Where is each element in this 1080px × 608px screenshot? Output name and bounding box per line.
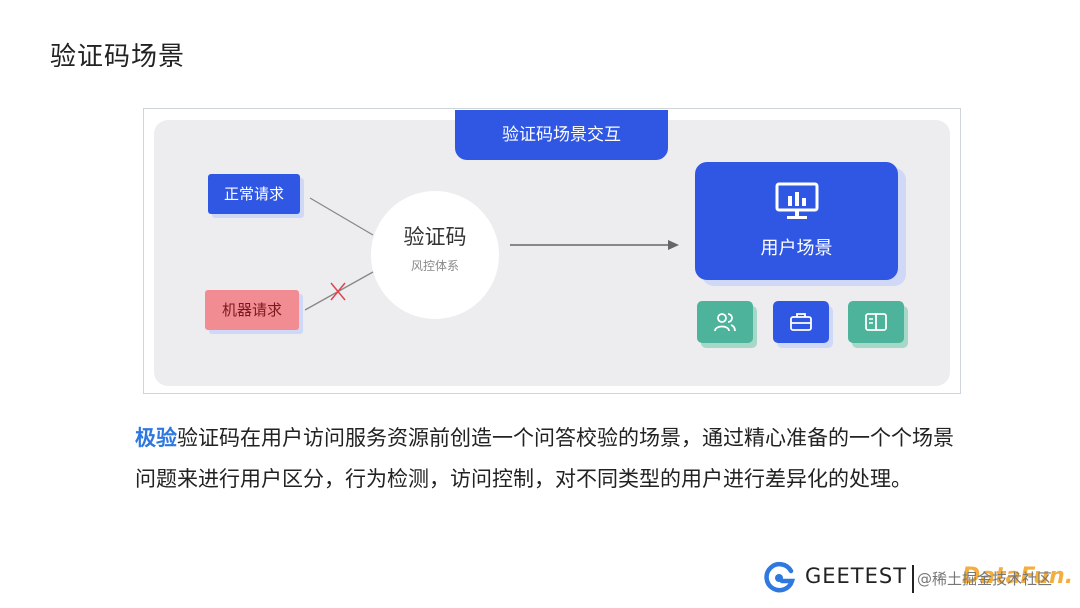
- diagram-banner: 验证码场景交互: [455, 110, 668, 160]
- users-box: [697, 301, 753, 343]
- captcha-title: 验证码: [403, 225, 467, 249]
- body-highlight: 极验: [135, 426, 177, 450]
- normal-request-box: 正常请求: [208, 174, 300, 214]
- monitor-chart-icon: [775, 182, 819, 219]
- body-text: 验证码在用户访问服务资源前创造一个问答校验的场景，通过精心准备的一个个场景问题来…: [135, 426, 954, 491]
- briefcase-icon: [790, 313, 812, 331]
- users-icon: [714, 313, 736, 332]
- datafun-watermark: DataFun.: [962, 564, 1074, 589]
- arrow-to-user-scene: [510, 240, 679, 250]
- page-title: 验证码场景: [50, 42, 186, 72]
- community-watermark: @稀土掘金技术社区: [917, 570, 1053, 588]
- book-icon: [865, 313, 887, 331]
- user-scene-box: 用户场景: [695, 162, 898, 280]
- briefcase-box: [773, 301, 829, 343]
- footer-separator: [912, 565, 914, 593]
- captcha-node: 验证码 风控体系: [371, 191, 499, 319]
- geetest-logo-icon: [764, 561, 796, 593]
- geetest-brand: GEETEST: [805, 564, 908, 588]
- user-scene-label: 用户场景: [760, 238, 833, 259]
- body-paragraph: 极验验证码在用户访问服务资源前创造一个问答校验的场景，通过精心准备的一个个场景问…: [135, 418, 965, 500]
- blocked-cross-icon: [330, 282, 346, 301]
- normal-request-line: [309, 197, 374, 236]
- captcha-subtitle: 风控体系: [410, 259, 459, 273]
- book-box: [848, 301, 904, 343]
- machine-request-box: 机器请求: [205, 290, 299, 330]
